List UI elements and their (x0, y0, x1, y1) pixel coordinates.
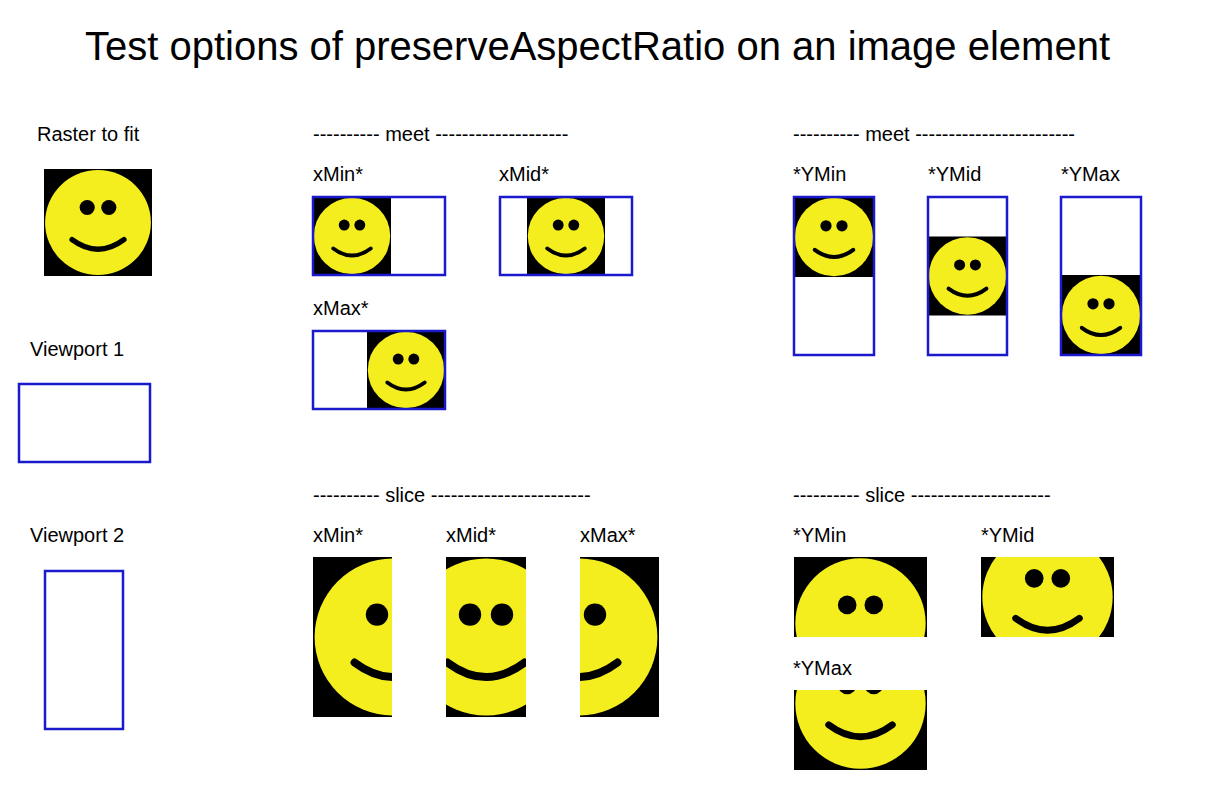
option-label: *YMin (793, 523, 846, 547)
meet-image (527, 197, 605, 275)
option-label: *YMid (928, 162, 981, 186)
slice-image (794, 557, 927, 690)
panel-label: Raster to fit (37, 122, 139, 146)
section-heading: ---------- slice --------------------- (793, 483, 1051, 507)
option-label: xMax* (313, 296, 369, 320)
slice-image (499, 557, 659, 717)
section-heading: ---------- slice -----------------------… (313, 483, 591, 507)
panel-label: Viewport 1 (30, 337, 124, 361)
viewport-box (313, 197, 445, 275)
viewport-box (1061, 197, 1141, 355)
viewport-box (313, 331, 445, 409)
viewport-box (794, 197, 874, 355)
raster-image (44, 169, 152, 276)
meet-image (1061, 275, 1141, 355)
viewport-box (500, 197, 632, 275)
option-label: xMin* (313, 523, 363, 547)
option-label: xMax* (580, 523, 636, 547)
viewport-box (45, 571, 123, 729)
option-label: *YMin (793, 162, 846, 186)
meet-image (928, 237, 1007, 316)
meet-image (794, 197, 874, 277)
option-label: xMid* (446, 523, 496, 547)
meet-image (313, 197, 391, 275)
slice-image (981, 531, 1114, 664)
slice-image (406, 557, 566, 717)
option-label: *YMax (793, 656, 852, 680)
section-heading: ---------- meet ------------------------ (793, 122, 1075, 146)
option-label: xMin* (313, 162, 363, 186)
option-label: *YMax (1061, 162, 1120, 186)
option-label: *YMid (981, 523, 1034, 547)
section-heading: ---------- meet -------------------- (313, 122, 568, 146)
page-title: Test options of preserveAspectRatio on a… (85, 22, 1110, 70)
panel-label: Viewport 2 (30, 523, 124, 547)
viewport-box (928, 197, 1007, 355)
slice-image (794, 637, 927, 770)
option-label: xMid* (499, 162, 549, 186)
meet-image (367, 331, 445, 409)
viewport-box (19, 384, 150, 462)
